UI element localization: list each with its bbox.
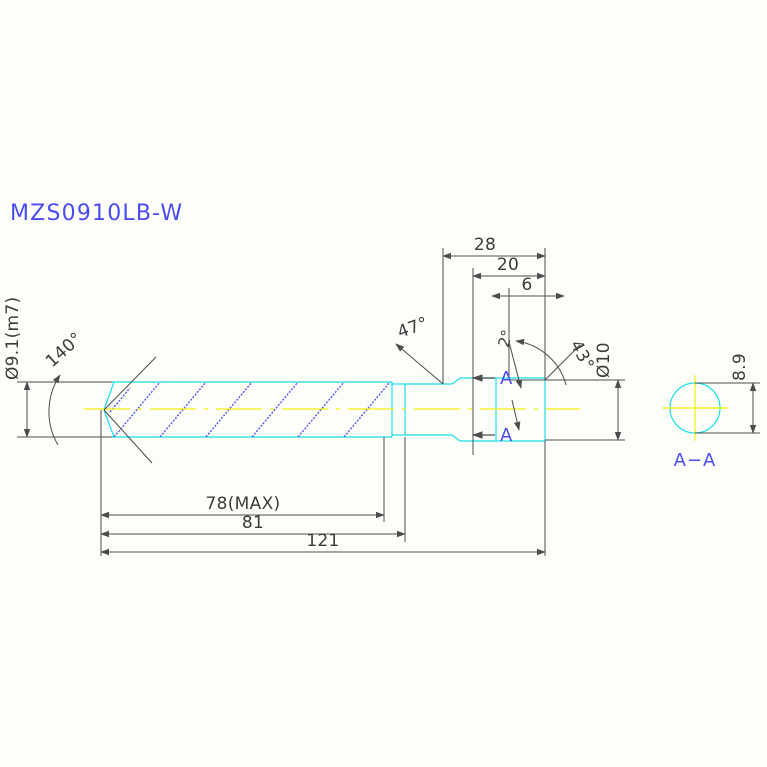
section-diameter-label: 8.9 [730,353,750,381]
shank-diameter-dimension [545,379,625,441]
section-view-title: A−A [674,450,717,471]
section-view-circle [662,375,728,441]
section-marker-top-label: A [500,368,513,389]
drill-point-geometry [103,381,115,438]
dim-121-label: 121 [306,531,339,551]
part-number-title: MZS0910LB-W [10,201,183,226]
point-angle-label: 140° [42,329,87,372]
angle-47-leader [395,343,444,385]
point-angle-leader-upper [103,356,157,411]
dim-78max-label: 78(MAX) [206,494,281,514]
dim-28-label: 28 [474,235,496,255]
angle-47-label: 47° [395,313,431,342]
dim-81-label: 81 [242,513,264,533]
dim-6-label: 6 [521,275,532,295]
section-diameter-dimension [695,382,760,434]
shank-diameter-label: Ø10 [594,342,614,378]
flute-diameter-label: Ø9.1(m7) [3,297,23,380]
angle-43-label: 43° [566,337,598,374]
dim-20-label: 20 [497,255,519,275]
angle-2-label: 2° [495,328,517,349]
point-angle-dim-arc [48,374,61,446]
point-angle-leader-lower [103,409,153,464]
section-marker-bottom-label: A [500,425,513,446]
flute-diameter-dimension [17,381,112,438]
